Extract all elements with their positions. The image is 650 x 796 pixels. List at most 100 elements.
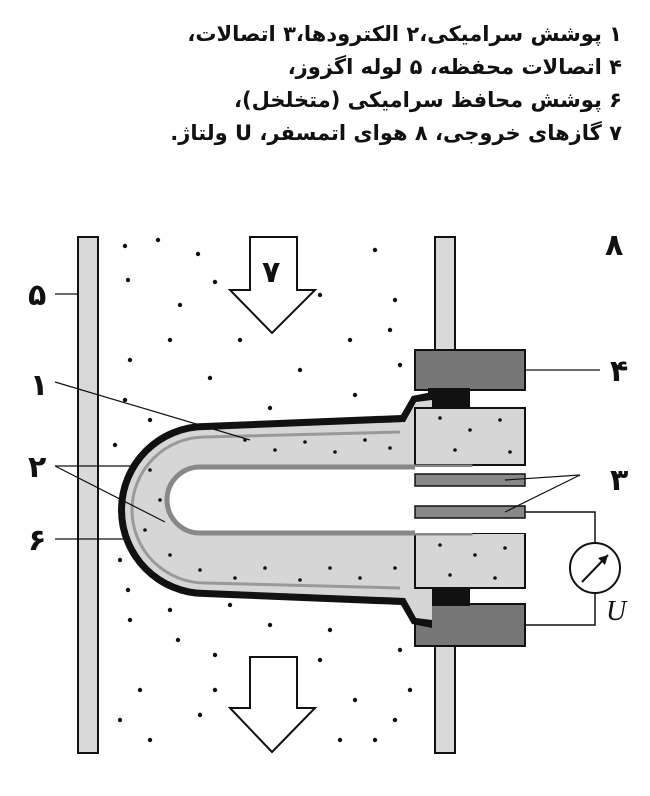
particle-dot: [358, 576, 362, 580]
particle-dot: [297, 367, 303, 373]
particle-dot: [392, 717, 398, 723]
label-2: ۲: [28, 450, 46, 485]
particle-dot: [212, 687, 218, 693]
particle-dot: [143, 528, 147, 532]
caption-line-1: ۱ پوشش سرامیکی،۲ الکترودها،۳ اتصالات،: [187, 22, 622, 46]
particle-dot: [148, 468, 152, 472]
exhaust-pipe-wall-left: [77, 236, 99, 754]
particle-dot: [233, 576, 237, 580]
particle-dot: [267, 622, 273, 628]
particle-dot: [363, 438, 367, 442]
particle-dot: [207, 375, 213, 381]
label-1: ۱: [30, 368, 48, 403]
label-8: ۸: [605, 228, 623, 263]
caption-line-3: ۶ پوشش محافظ سرامیکی (متخلخل)،: [234, 88, 622, 112]
particle-dot: [267, 405, 273, 411]
ceramic-pores: [143, 416, 512, 582]
label-5: ۵: [28, 278, 46, 313]
caption-line-4: ۷ گازهای خروجی، ۸ هوای اتمسفر، U ولتاژ.: [170, 121, 622, 145]
label-voltage: U: [606, 596, 628, 627]
particle-dot: [438, 543, 442, 547]
particle-dot: [127, 617, 133, 623]
particle-dot: [237, 337, 243, 343]
housing-contact-top: [414, 349, 526, 391]
label-7: ۷: [262, 255, 280, 290]
caption-line-2: ۴ اتصالات محفظه، ۵ لوله اگزوز،: [287, 55, 622, 79]
inner-air-channel: [164, 464, 473, 536]
particle-dot: [155, 237, 161, 243]
particle-dot: [298, 578, 302, 582]
figure-caption: ۱ پوشش سرامیکی،۲ الکترودها،۳ اتصالات، ۴ …: [170, 18, 622, 150]
particle-dot: [347, 337, 353, 343]
particle-dot: [167, 607, 173, 613]
particle-dot: [387, 327, 393, 333]
particle-dot: [117, 717, 123, 723]
particle-dot: [337, 737, 343, 743]
voltmeter-wire: [525, 511, 596, 626]
leader-lines: [54, 293, 600, 540]
exhaust-flow-arrow-in: [227, 236, 318, 335]
particle-dot: [388, 446, 392, 450]
label-4: ۴: [610, 354, 628, 389]
particle-dot: [392, 297, 398, 303]
particle-dot: [327, 627, 333, 633]
particle-dot: [333, 450, 337, 454]
particle-dot: [352, 697, 358, 703]
particle-dot: [212, 652, 218, 658]
particle-dot: [453, 448, 457, 452]
particle-dot: [317, 657, 323, 663]
particle-dot: [438, 416, 442, 420]
particle-dot: [397, 362, 403, 368]
particle-dot: [112, 442, 118, 448]
particle-dot: [393, 566, 397, 570]
particle-dot: [137, 687, 143, 693]
label-6: ۶: [28, 523, 46, 558]
voltmeter-icon: [569, 542, 621, 594]
particle-dot: [352, 392, 358, 398]
particle-dot: [372, 247, 378, 253]
particle-dot: [198, 568, 202, 572]
particle-dot: [175, 637, 181, 643]
particle-dot: [263, 566, 267, 570]
particle-dot: [407, 687, 413, 693]
particle-dot: [195, 251, 201, 257]
particle-dot: [122, 243, 128, 249]
particle-dot: [317, 292, 323, 298]
particle-dot: [508, 450, 512, 454]
particle-dot: [197, 712, 203, 718]
particle-dot: [372, 737, 378, 743]
particle-dot: [177, 302, 183, 308]
exhaust-flow-arrow-out: [227, 656, 318, 754]
particle-dot: [473, 553, 477, 557]
particle-dot: [493, 576, 497, 580]
particle-dot: [448, 573, 452, 577]
particle-dot: [125, 587, 131, 593]
particle-dot: [397, 647, 403, 653]
gas-particles: [112, 237, 413, 743]
particle-dot: [273, 448, 277, 452]
particle-dot: [122, 397, 128, 403]
housing-contact-bottom: [414, 603, 526, 647]
particle-dot: [168, 553, 172, 557]
label-3: ۳: [610, 463, 628, 498]
ceramic-body-top-end: [414, 407, 526, 466]
particle-dot: [328, 566, 332, 570]
outer-electrode: [130, 430, 401, 590]
particle-dot: [125, 277, 131, 283]
particle-dot: [468, 428, 472, 432]
particle-dot: [147, 417, 153, 423]
contact-bar-top: [414, 473, 526, 487]
particle-dot: [212, 279, 218, 285]
particle-dot: [117, 557, 123, 563]
particle-dot: [167, 337, 173, 343]
particle-dot: [303, 440, 307, 444]
ceramic-body-bottom-end: [414, 532, 526, 589]
particle-dot: [127, 357, 133, 363]
particle-dot: [158, 498, 162, 502]
particle-dot: [503, 546, 507, 550]
particle-dot: [227, 602, 233, 608]
contact-bar-bottom: [414, 505, 526, 519]
particle-dot: [498, 418, 502, 422]
